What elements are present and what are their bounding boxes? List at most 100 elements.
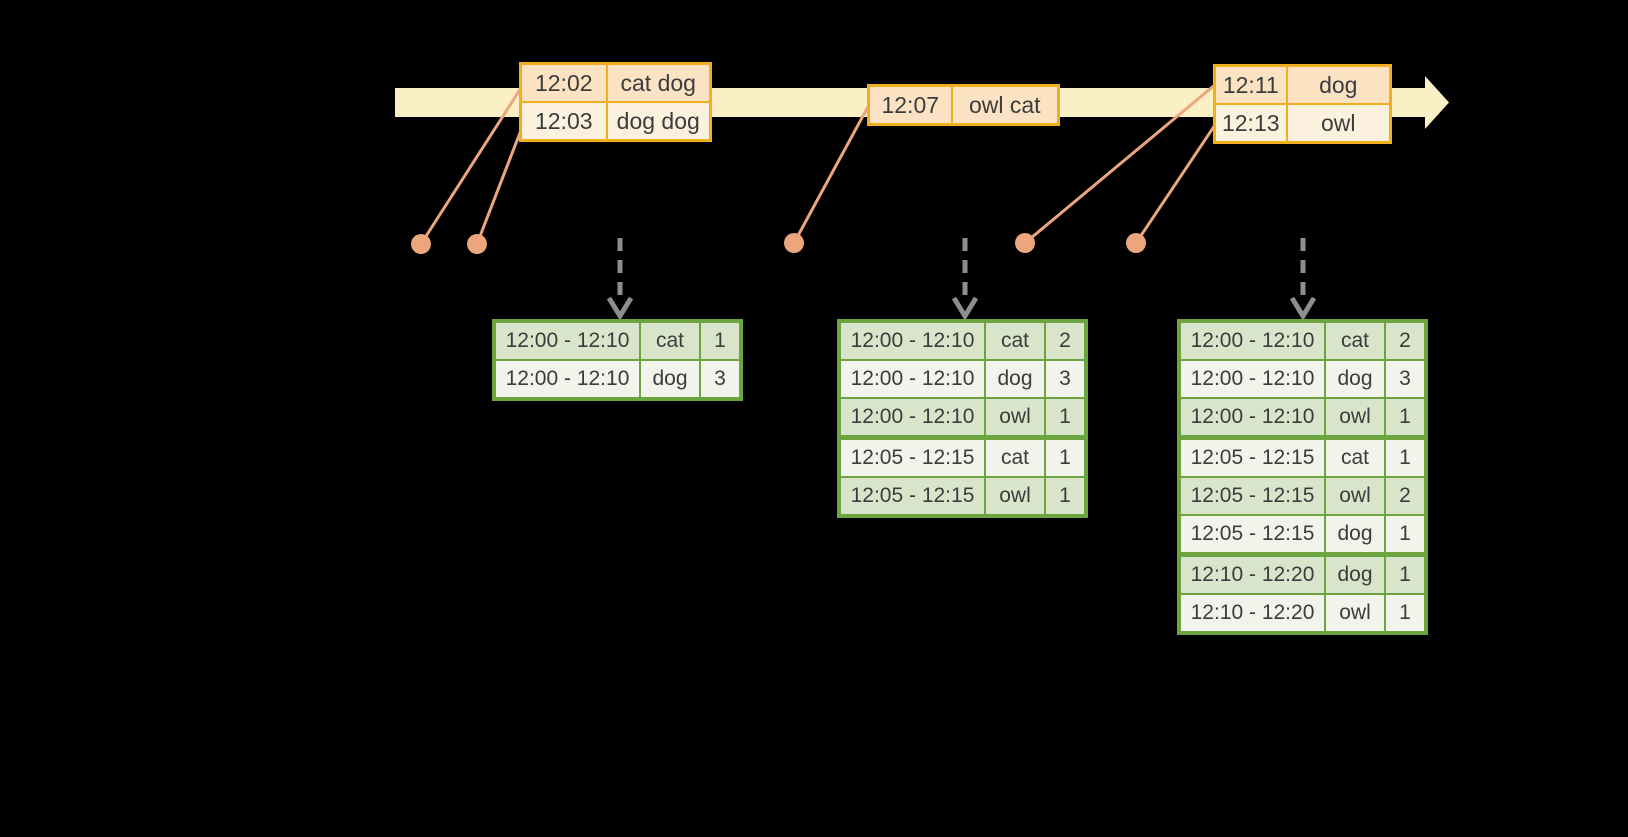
- window-cell: 12:00 - 12:10: [838, 320, 986, 361]
- event-time-cell: 12:13: [1213, 103, 1288, 144]
- window-cell: 12:05 - 12:15: [838, 435, 986, 478]
- result-row: 12:10 - 12:20 dog 1: [1178, 552, 1427, 595]
- result-table-1-grid: 12:00 - 12:10 cat 1 12:00 - 12:10 dog 3: [492, 319, 743, 401]
- result-row: 12:05 - 12:15 owl 2: [1178, 476, 1427, 516]
- word-cell: cat: [1324, 435, 1386, 478]
- word-cell: cat: [984, 435, 1046, 478]
- event-row: 12:03 dog dog: [519, 101, 712, 142]
- word-cell: dog: [984, 359, 1046, 399]
- result-row: 12:00 - 12:10 cat 2: [838, 320, 1087, 361]
- word-cell: owl: [984, 397, 1046, 439]
- event-table-1: 12:02 cat dog 12:03 dog dog: [519, 62, 712, 142]
- word-cell: dog: [1324, 359, 1386, 399]
- word-cell: dog: [1324, 514, 1386, 556]
- count-cell: 1: [1044, 476, 1087, 517]
- window-cell: 12:00 - 12:10: [493, 359, 641, 400]
- count-cell: 1: [1044, 435, 1087, 478]
- word-cell: cat: [984, 320, 1046, 361]
- event-dot-icon: [1015, 233, 1035, 253]
- window-cell: 12:10 - 12:20: [1178, 593, 1326, 634]
- event-connector-line: [1024, 82, 1217, 245]
- result-row: 12:05 - 12:15 cat 1: [1178, 435, 1427, 478]
- result-row: 12:05 - 12:15 owl 1: [838, 476, 1087, 517]
- count-cell: 3: [1384, 359, 1427, 399]
- word-cell: cat: [639, 320, 701, 361]
- count-cell: 1: [1384, 397, 1427, 439]
- event-time-arrowhead-icon: [1425, 76, 1449, 129]
- trigger-arrow-icon: [606, 238, 634, 321]
- count-cell: 1: [1384, 514, 1427, 556]
- result-row: 12:00 - 12:10 owl 1: [838, 397, 1087, 439]
- count-cell: 1: [1384, 435, 1427, 478]
- window-cell: 12:00 - 12:10: [493, 320, 641, 361]
- event-dot-icon: [467, 234, 487, 254]
- event-connector-line: [475, 124, 525, 245]
- count-cell: 1: [1384, 552, 1427, 595]
- word-cell: owl: [1324, 593, 1386, 634]
- window-cell: 12:00 - 12:10: [1178, 359, 1326, 399]
- event-connector-line: [1134, 121, 1219, 244]
- event-table-2: 12:07 owl cat: [867, 84, 1060, 126]
- trigger-arrow-icon: [1289, 238, 1317, 321]
- event-table-1-grid: 12:02 cat dog 12:03 dog dog: [519, 62, 712, 142]
- count-cell: 2: [1384, 476, 1427, 516]
- window-cell: 12:10 - 12:20: [1178, 552, 1326, 595]
- count-cell: 3: [1044, 359, 1087, 399]
- event-words-cell: cat dog: [605, 62, 712, 103]
- event-connector-line: [419, 87, 523, 245]
- trigger-arrow-icon: [951, 238, 979, 321]
- count-cell: 1: [1044, 397, 1087, 439]
- event-time-cell: 12:07: [867, 84, 953, 126]
- count-cell: 3: [699, 359, 742, 400]
- count-cell: 2: [1044, 320, 1087, 361]
- event-row: 12:11 dog: [1213, 64, 1392, 105]
- result-row: 12:00 - 12:10 dog 3: [1178, 359, 1427, 399]
- result-row: 12:00 - 12:10 dog 3: [493, 359, 742, 400]
- event-time-cell: 12:02: [519, 62, 608, 103]
- window-cell: 12:00 - 12:10: [1178, 320, 1326, 361]
- event-dot-icon: [1126, 233, 1146, 253]
- event-table-2-grid: 12:07 owl cat: [867, 84, 1060, 126]
- word-cell: cat: [1324, 320, 1386, 361]
- window-cell: 12:00 - 12:10: [838, 397, 986, 439]
- result-table-1: 12:00 - 12:10 cat 1 12:00 - 12:10 dog 3: [492, 319, 743, 401]
- event-table-3-grid: 12:11 dog 12:13 owl: [1213, 64, 1392, 144]
- window-cell: 12:00 - 12:10: [1178, 397, 1326, 439]
- event-row: 12:07 owl cat: [867, 84, 1060, 126]
- count-cell: 1: [1384, 593, 1427, 634]
- window-cell: 12:05 - 12:15: [1178, 435, 1326, 478]
- event-words-cell: owl cat: [950, 84, 1060, 126]
- word-cell: owl: [1324, 476, 1386, 516]
- event-dot-icon: [411, 234, 431, 254]
- event-words-cell: dog dog: [605, 101, 712, 142]
- event-time-cell: 12:11: [1213, 64, 1288, 105]
- event-row: 12:13 owl: [1213, 103, 1392, 144]
- window-cell: 12:00 - 12:10: [838, 359, 986, 399]
- event-words-cell: dog: [1285, 64, 1392, 105]
- result-table-2-grid: 12:00 - 12:10 cat 2 12:00 - 12:10 dog 3 …: [837, 319, 1088, 518]
- event-table-3: 12:11 dog 12:13 owl: [1213, 64, 1392, 144]
- window-cell: 12:05 - 12:15: [1178, 514, 1326, 556]
- event-row: 12:02 cat dog: [519, 62, 712, 103]
- result-row: 12:05 - 12:15 dog 1: [1178, 514, 1427, 556]
- word-cell: owl: [1324, 397, 1386, 439]
- event-dot-icon: [784, 233, 804, 253]
- result-row: 12:05 - 12:15 cat 1: [838, 435, 1087, 478]
- window-cell: 12:05 - 12:15: [838, 476, 986, 517]
- result-row: 12:10 - 12:20 owl 1: [1178, 593, 1427, 634]
- window-cell: 12:05 - 12:15: [1178, 476, 1326, 516]
- result-row: 12:00 - 12:10 cat 1: [493, 320, 742, 361]
- result-table-2: 12:00 - 12:10 cat 2 12:00 - 12:10 dog 3 …: [837, 319, 1088, 518]
- event-time-cell: 12:03: [519, 101, 608, 142]
- word-cell: owl: [984, 476, 1046, 517]
- word-cell: dog: [1324, 552, 1386, 595]
- result-table-3-grid: 12:00 - 12:10 cat 2 12:00 - 12:10 dog 3 …: [1177, 319, 1428, 635]
- event-words-cell: owl: [1285, 103, 1392, 144]
- count-cell: 1: [699, 320, 742, 361]
- word-cell: dog: [639, 359, 701, 400]
- result-row: 12:00 - 12:10 dog 3: [838, 359, 1087, 399]
- event-connector-line: [792, 102, 872, 244]
- result-row: 12:00 - 12:10 owl 1: [1178, 397, 1427, 439]
- result-row: 12:00 - 12:10 cat 2: [1178, 320, 1427, 361]
